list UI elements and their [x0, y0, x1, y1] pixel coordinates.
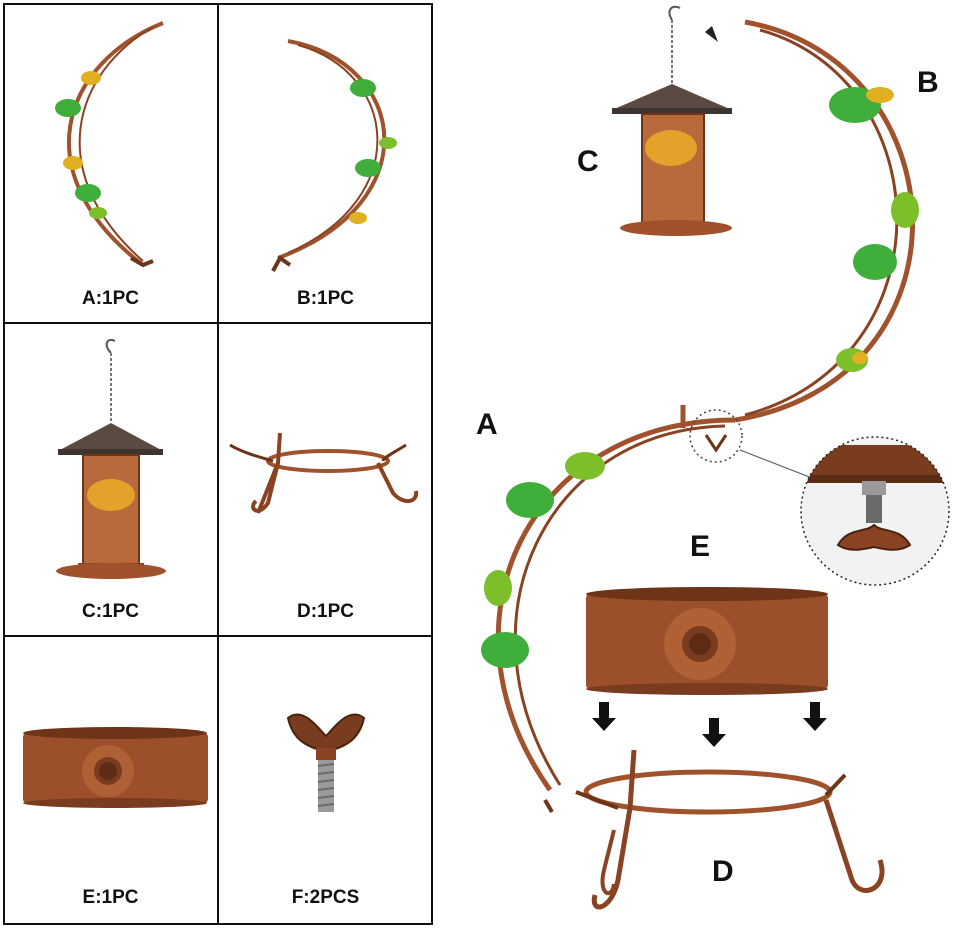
bird-feeder-icon [612, 5, 732, 236]
bird-feeder-icon [56, 339, 166, 579]
ring-stand-icon [229, 432, 419, 514]
part-cell-d: D:1PC [218, 323, 433, 636]
part-cell-a: A:1PC [3, 3, 218, 323]
parts-grid: A:1PC B:1PC C:1PC [3, 3, 433, 925]
assembly-letter-e: E [690, 530, 711, 563]
part-cell-e: E:1PC [3, 636, 218, 925]
part-label-c: C:1PC [81, 601, 139, 622]
crescent-hanger-icon [481, 417, 736, 814]
crescent-hanger-icon [705, 19, 919, 423]
part-label-f: F:2PCS [291, 887, 360, 908]
assembly-letter-c: C [577, 145, 599, 178]
part-label-e: E:1PC [82, 887, 139, 908]
part-cell-c: C:1PC [3, 323, 218, 636]
wing-bolt-icon [286, 713, 366, 812]
wing-bolt-detail-inset [800, 436, 950, 586]
part-label-a: A:1PC [81, 288, 139, 309]
part-label-d: D:1PC [296, 601, 354, 622]
sunflower-bowl-icon [23, 727, 208, 808]
assembly-letter-b: B [917, 66, 939, 99]
grid-lines [3, 3, 433, 925]
ring-stand-icon [575, 749, 885, 910]
crescent-hanger-icon [55, 21, 164, 268]
part-label-b: B:1PC [296, 288, 354, 309]
arrow-down-icon [592, 702, 827, 747]
sunflower-bowl-icon [586, 587, 828, 695]
part-cell-b: B:1PC [218, 3, 433, 323]
assembly-letter-a: A [476, 408, 498, 441]
part-cell-f: F:2PCS [218, 636, 433, 925]
crescent-hanger-icon [271, 39, 397, 272]
assembly-letter-d: D [712, 855, 734, 888]
